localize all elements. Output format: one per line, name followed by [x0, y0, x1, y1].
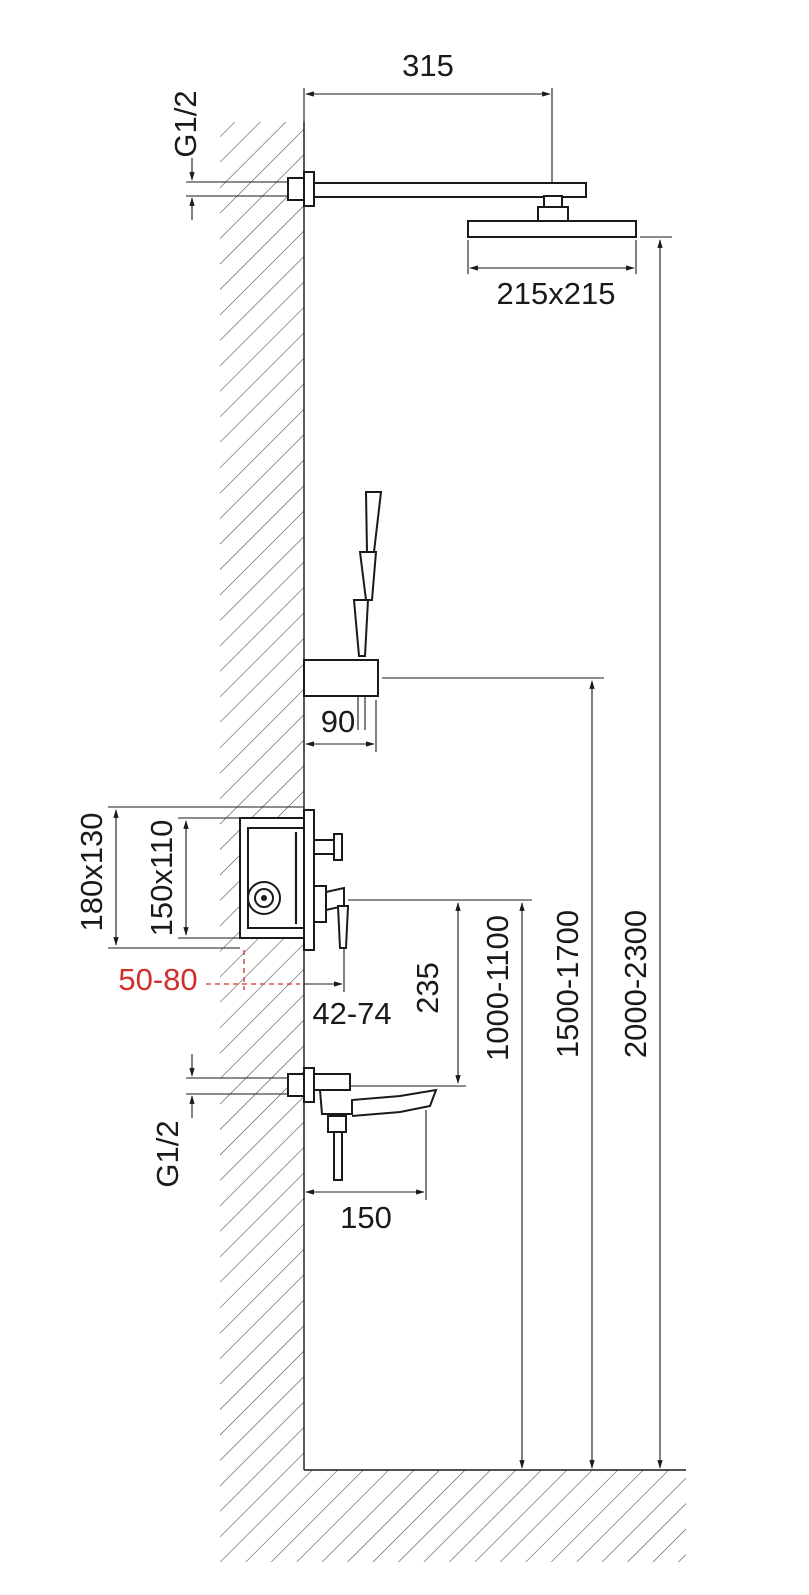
dimension-labels: 315 G1/2 215x215 90 180x130 150x110 50-8…: [74, 48, 653, 1235]
inlet-bottom-label: G1/2: [150, 1120, 185, 1187]
holder-height-label: 1500-1700: [550, 910, 585, 1058]
box-outer-label: 180x130: [74, 813, 109, 932]
head-size-label: 215x215: [497, 276, 616, 311]
box-inner-label: 150x110: [144, 820, 179, 937]
head-height-label: 2000-2300: [618, 910, 653, 1058]
mixer-to-spout-label: 235: [410, 962, 445, 1014]
arm-length-label: 315: [402, 48, 454, 83]
floor: [304, 1469, 686, 1562]
concealed-box: [239, 817, 305, 939]
holder-depth-label: 90: [321, 704, 355, 739]
inlet-top-label: G1/2: [168, 90, 203, 157]
mixer-height-label: 1000-1100: [480, 915, 515, 1061]
wall-depth-dimension: [206, 950, 300, 990]
wall-depth-label: 50-80: [118, 962, 197, 997]
shower-head: [467, 206, 637, 238]
plate-depth-label: 42-74: [312, 996, 391, 1031]
hand-shower: [352, 491, 383, 657]
mixer-cover-plate: [303, 809, 350, 951]
dimension-lines: [108, 88, 672, 1469]
hand-shower-holder: [303, 659, 379, 730]
bath-spout: [287, 1067, 438, 1181]
shower-arm: [287, 171, 587, 209]
spout-length-label: 150: [340, 1200, 392, 1235]
